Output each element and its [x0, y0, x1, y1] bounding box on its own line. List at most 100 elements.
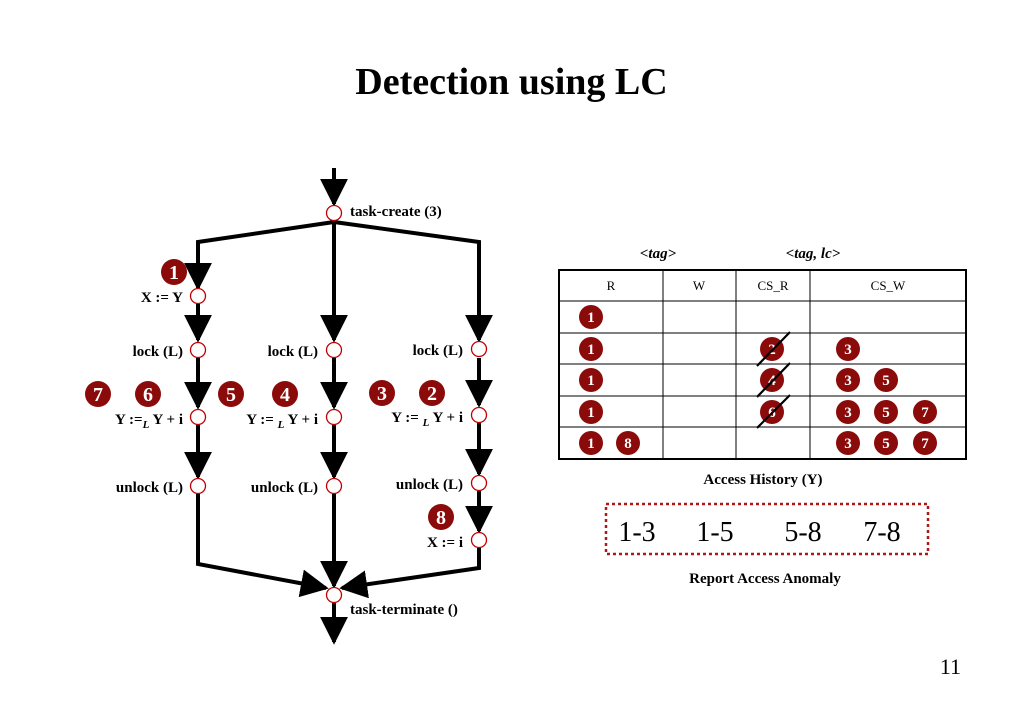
access-badge: 1: [579, 368, 603, 392]
access-badge: 5: [874, 431, 898, 455]
access-badge-crossed: 4: [756, 362, 791, 398]
step-badges: 1 7 6 5 4 3 2 8: [85, 259, 454, 530]
step-badge-3: 3: [369, 380, 395, 406]
svg-text:5: 5: [882, 373, 890, 389]
svg-text:1: 1: [587, 405, 595, 421]
fork-left-edge: [184, 220, 335, 291]
column-header-r: R: [607, 278, 616, 293]
step-badge-5: 5: [218, 381, 244, 407]
table-header-tag: <tag>: [640, 246, 677, 262]
join-left-edge: [196, 494, 329, 598]
step-badge-2: 2: [419, 380, 445, 406]
node-left-y-assign: [189, 408, 207, 426]
anomaly-item: 5-8: [784, 517, 821, 548]
access-badge: 5: [874, 400, 898, 424]
access-badge: 3: [836, 337, 860, 361]
svg-text:1: 1: [587, 342, 595, 358]
access-badge-crossed: 2: [756, 331, 791, 367]
svg-text:5: 5: [226, 384, 236, 406]
slide-title: Detection using LC: [355, 61, 668, 103]
node-middle-unlock: [325, 477, 343, 495]
node-right-lock: [470, 340, 488, 358]
access-history-table: <tag> <tag, lc> R W CS_R CS_W 1 1 2 3: [558, 246, 967, 488]
step-badge-4: 4: [272, 381, 298, 407]
svg-text:6: 6: [143, 384, 153, 406]
svg-text:8: 8: [624, 436, 632, 452]
y-assign-suffix: Y + i: [284, 412, 318, 428]
y-assign-prefix: Y :=: [246, 412, 277, 428]
strike-line: [756, 362, 791, 398]
svg-text:7: 7: [93, 384, 103, 406]
svg-text:3: 3: [844, 342, 852, 358]
y-assign-suffix: Y + i: [429, 410, 463, 426]
anomaly-item: 7-8: [863, 517, 900, 548]
svg-text:1: 1: [169, 262, 179, 284]
flow-labels: task-create (3) task-terminate () X := Y…: [115, 204, 463, 618]
label-right-y-assign: Y := L Y + i: [391, 410, 463, 429]
table-row: 1 2 3: [579, 331, 860, 367]
label-middle-unlock: unlock (L): [251, 480, 318, 496]
access-badge: 1: [579, 337, 603, 361]
svg-text:1: 1: [587, 436, 595, 452]
label-right-lock: lock (L): [413, 343, 463, 359]
step-badge-7: 7: [85, 381, 111, 407]
access-badge-crossed: 6: [756, 394, 791, 429]
svg-text:7: 7: [921, 436, 929, 452]
table-row: 1 4 3 5: [579, 362, 898, 398]
node-middle-y-assign: [325, 408, 343, 426]
join-right-edge: [339, 548, 481, 599]
table-header-tag-lc: <tag, lc>: [786, 246, 841, 262]
table-caption: Access History (Y): [703, 472, 822, 488]
label-left-y-assign: Y :=L Y + i: [115, 412, 183, 431]
y-assign-suffix: Y + i: [149, 412, 183, 428]
access-badge: 3: [836, 400, 860, 424]
table-row: 1 6 3 5 7: [579, 394, 937, 429]
y-assign-prefix: Y :=: [115, 412, 143, 428]
node-right-unlock: [470, 474, 488, 492]
page-number: 11: [939, 654, 961, 679]
access-badge: 1: [579, 400, 603, 424]
label-right-unlock: unlock (L): [396, 477, 463, 493]
flow-nodes: [189, 204, 488, 604]
anomaly-item: 1-5: [696, 517, 733, 548]
y-assign-prefix: Y :=: [391, 410, 422, 426]
svg-text:7: 7: [921, 405, 929, 421]
flow-edges: [184, 168, 493, 645]
label-left-lock: lock (L): [133, 344, 183, 360]
label-middle-y-assign: Y := L Y + i: [246, 412, 318, 431]
label-task-create: task-create (3): [350, 204, 442, 220]
anomaly-caption: Report Access Anomaly: [689, 571, 841, 587]
access-badge: 1: [579, 305, 603, 329]
fork-right-edge: [333, 220, 493, 343]
node-task-terminate: [325, 586, 343, 604]
label-left-unlock: unlock (L): [116, 480, 183, 496]
column-header-cs-w: CS_W: [871, 278, 906, 293]
table-row: 1: [579, 305, 603, 329]
access-badge: 3: [836, 431, 860, 455]
strike-line: [756, 394, 791, 429]
svg-text:5: 5: [882, 405, 890, 421]
svg-text:5: 5: [882, 436, 890, 452]
strike-line: [756, 331, 791, 367]
anomaly-report: 1-3 1-5 5-8 7-8 Report Access Anomaly: [604, 502, 930, 587]
node-task-create: [325, 204, 343, 222]
label-middle-lock: lock (L): [268, 344, 318, 360]
label-task-terminate: task-terminate (): [350, 602, 458, 618]
table-row: 1 8 3 5 7: [579, 431, 937, 455]
node-left-x-assign: [189, 287, 207, 305]
svg-text:3: 3: [844, 405, 852, 421]
anomaly-item: 1-3: [618, 517, 655, 548]
step-badge-1: 1: [161, 259, 187, 285]
svg-text:3: 3: [377, 383, 387, 405]
access-badge: 8: [616, 431, 640, 455]
svg-text:3: 3: [844, 373, 852, 389]
svg-text:2: 2: [427, 383, 437, 405]
node-left-lock: [189, 341, 207, 359]
column-header-cs-r: CS_R: [757, 278, 788, 293]
access-badge: 5: [874, 368, 898, 392]
svg-text:1: 1: [587, 310, 595, 326]
node-middle-lock: [325, 341, 343, 359]
table-grid: [559, 270, 966, 459]
label-right-x-assign: X := i: [427, 535, 463, 551]
